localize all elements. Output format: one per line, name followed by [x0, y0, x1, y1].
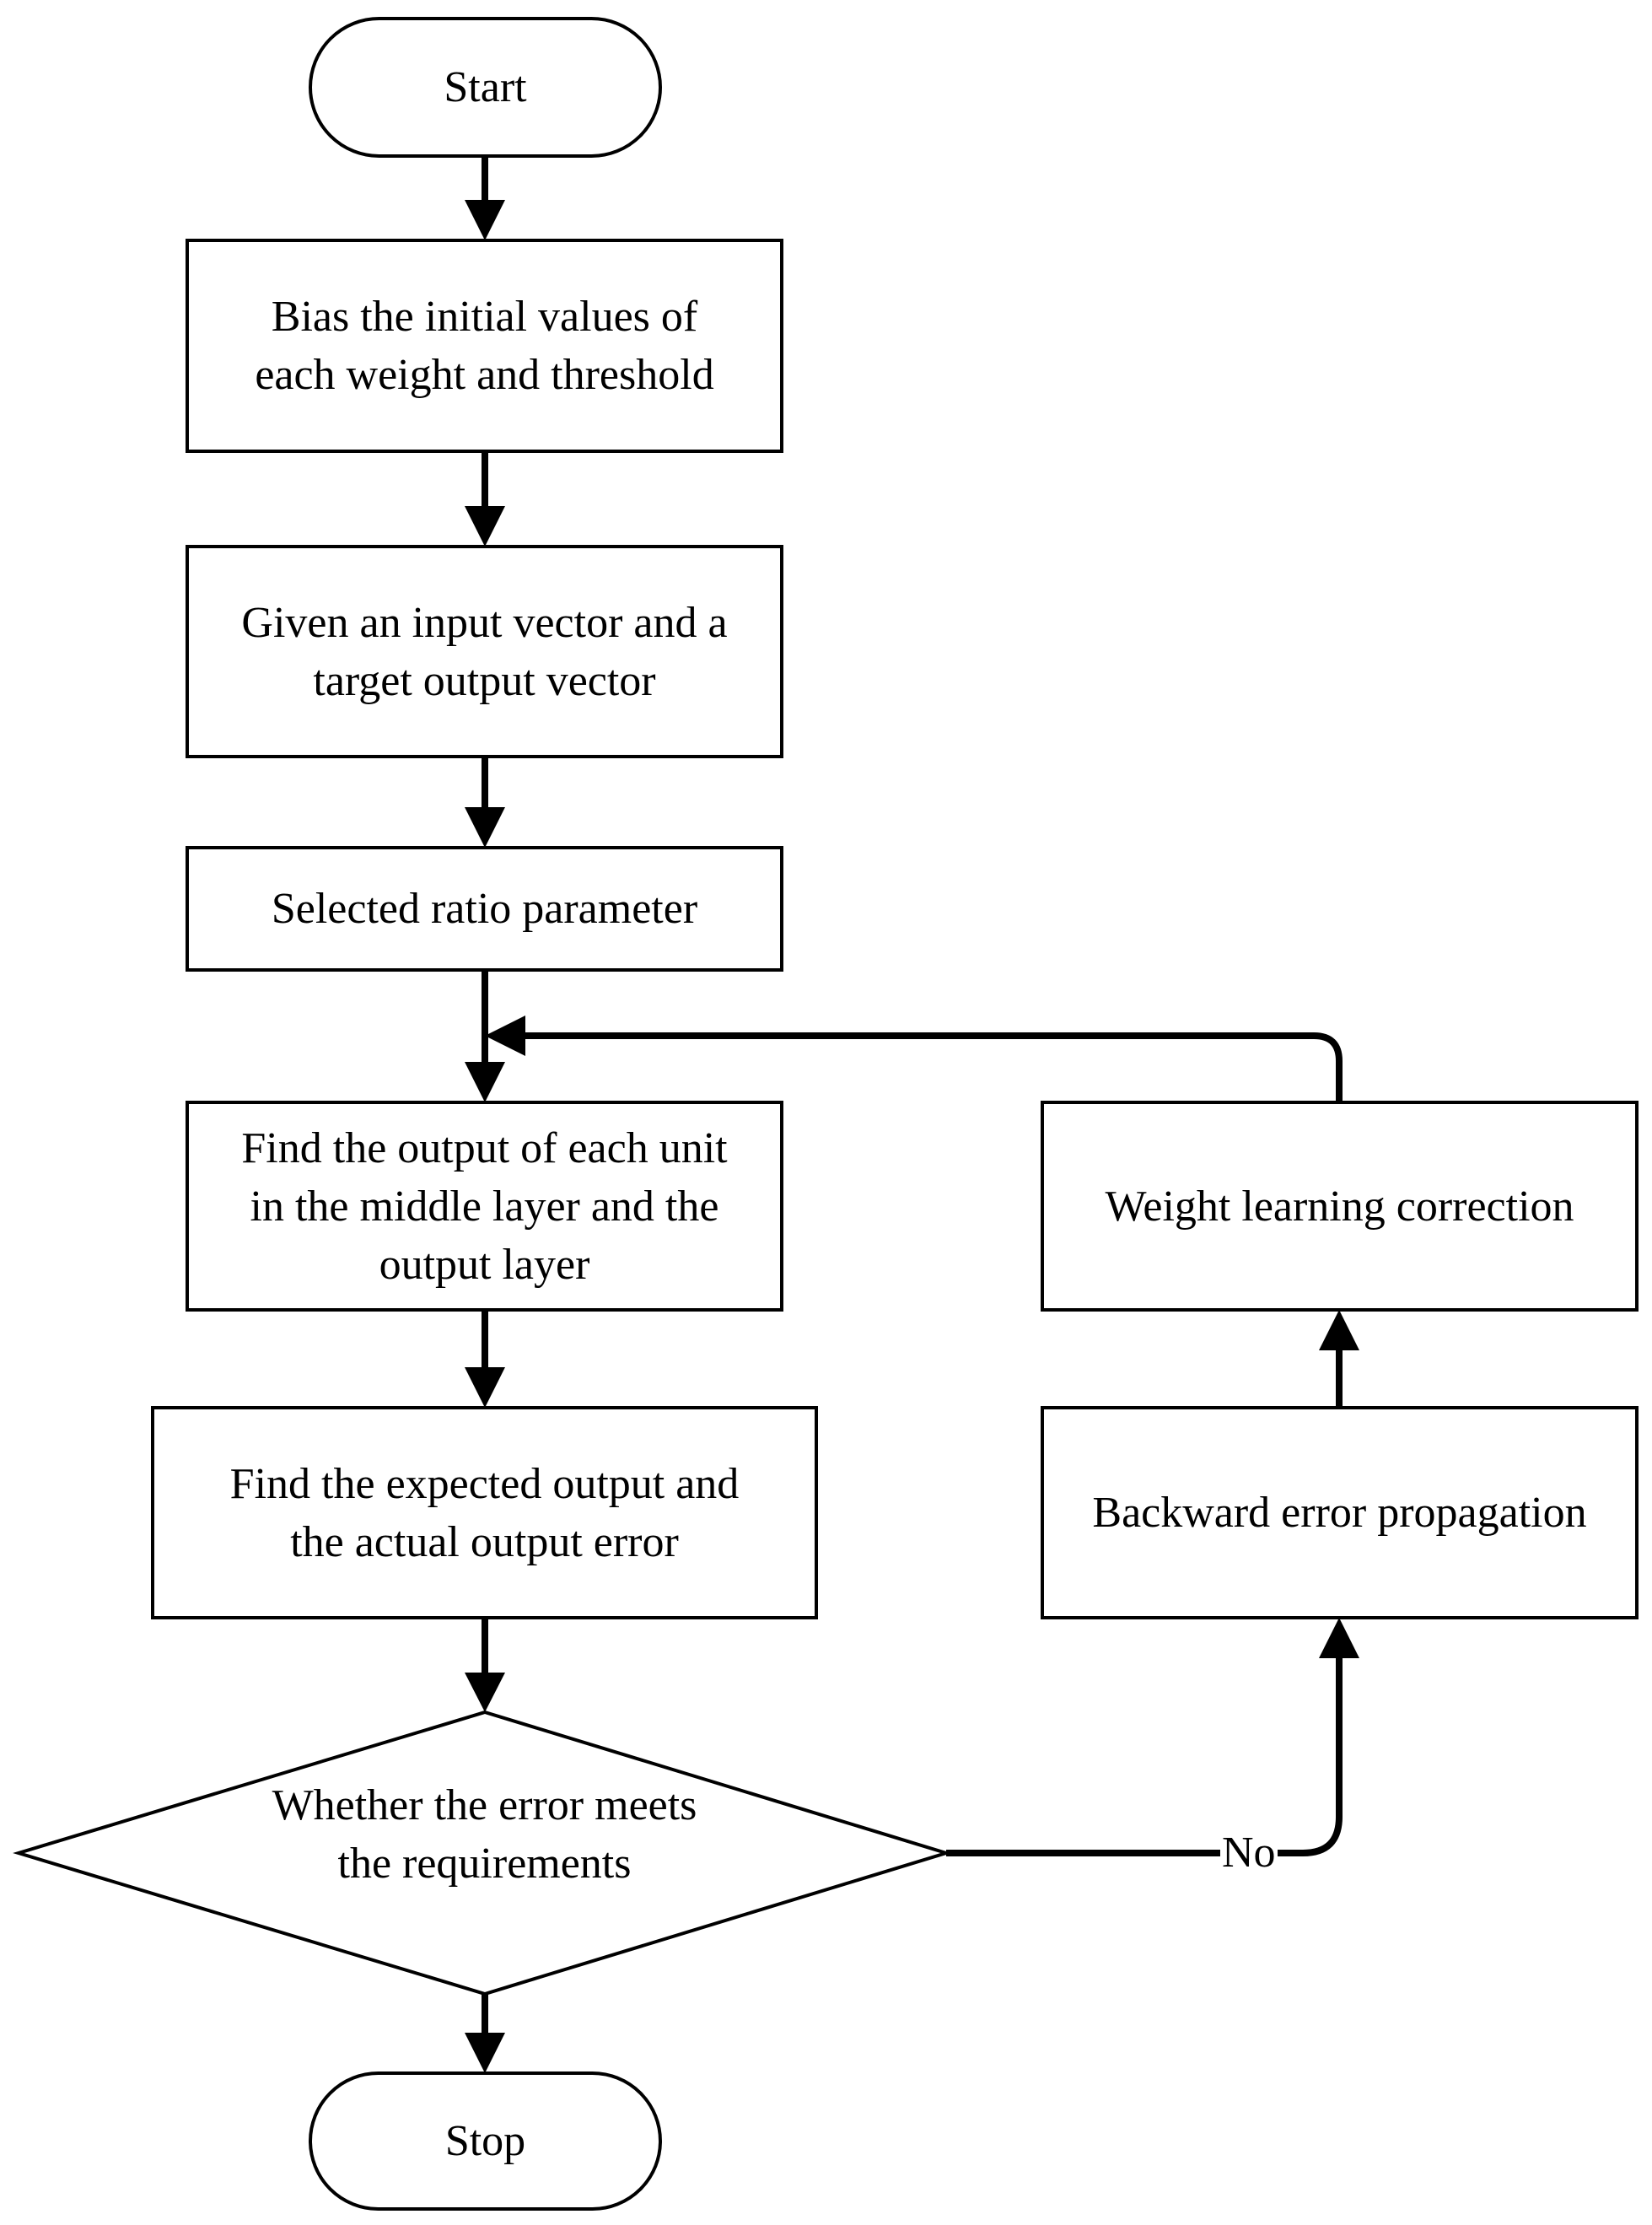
- find-error-label: Find the expected output and the actual …: [153, 1408, 816, 1618]
- backward-label: Backward error propagation: [1092, 1489, 1587, 1537]
- decision-label: Whether the error meets the requirements: [187, 1763, 782, 1906]
- find-output-label-line-1: Find the output of each unit: [241, 1123, 728, 1172]
- arrowhead-backward: [1319, 1618, 1359, 1658]
- start-label: Start: [444, 63, 527, 111]
- given-box: [186, 545, 783, 758]
- decision-label-line-1: Whether the error meets: [272, 1781, 697, 1829]
- arrowhead-weight: [1319, 1310, 1359, 1350]
- given-label-line-2: target output vector: [313, 656, 656, 705]
- stop-terminal: [309, 2071, 662, 2211]
- arrowhead-given: [465, 506, 505, 547]
- arrowheads: [465, 200, 1359, 2073]
- arrowhead-find-output: [465, 1062, 505, 1102]
- no-edge-label: No: [1220, 1828, 1278, 1878]
- arrowhead-loop: [485, 1016, 525, 1056]
- given-label-line-1: Given an input vector and a: [241, 598, 728, 647]
- decision-label-line-2: the requirements: [337, 1840, 632, 1888]
- arrowhead-decision: [465, 1673, 505, 1712]
- init-box: [186, 239, 783, 453]
- find-output-label: Find the output of each unit in the midd…: [187, 1102, 782, 1310]
- find-output-box: [186, 1101, 783, 1312]
- arrowhead-ratio: [465, 807, 505, 848]
- find-error-label-line-1: Find the expected output and: [229, 1459, 740, 1508]
- stop-label: Stop: [444, 2117, 526, 2165]
- init-label: Bias the initial values of each weight a…: [187, 240, 782, 451]
- init-label-line-2: each weight and threshold: [255, 351, 714, 399]
- arrowhead-stop: [465, 2033, 505, 2073]
- given-label: Given an input vector and a target outpu…: [187, 547, 782, 757]
- ratio-box: [186, 846, 783, 972]
- loop-back-line: [523, 1032, 1343, 1102]
- find-error-label-line-2: the actual output error: [290, 1517, 679, 1566]
- arrowhead-find-error: [465, 1367, 505, 1408]
- no-branch-line: [946, 1656, 1343, 1856]
- connectors: [482, 156, 1343, 2035]
- ratio-label: Selected ratio parameter: [271, 885, 698, 933]
- weight-correction-label: Weight learning correction: [1105, 1182, 1574, 1231]
- init-label-line-1: Bias the initial values of: [271, 293, 698, 341]
- find-output-label-line-2: in the middle layer and the: [250, 1182, 719, 1231]
- arrowhead-init: [465, 200, 505, 240]
- find-output-label-line-3: output layer: [379, 1240, 590, 1289]
